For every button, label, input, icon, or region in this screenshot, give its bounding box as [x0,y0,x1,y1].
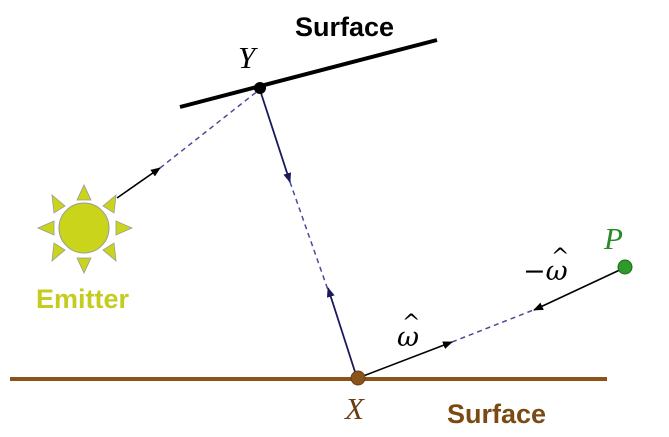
top-surface-line [179,38,438,109]
point-p-label: P [603,221,623,256]
omega-ray-solid [357,341,453,379]
y-to-x-ray-solid [259,89,292,183]
omega-hat-mark: ^ [402,311,420,336]
emitter-ray-dashed [159,89,260,169]
point-x-marker [350,370,366,386]
point-p-marker [617,259,633,275]
point-x-label: X [343,391,365,426]
omega-ray-dashed [451,308,537,343]
y-to-x-ray-dashed [289,181,329,291]
bottom-surface-label: Surface [447,399,546,429]
neg-omega-ray-solid [533,267,625,311]
point-y-marker [254,82,266,94]
sun-icon [37,184,133,274]
x-to-y-ray-solid [326,287,358,379]
omega-hat-label: ω [397,322,419,353]
neg-omega-hat-mark: ^ [551,245,569,270]
point-y-label: Y [238,40,258,75]
neg-omega-hat-label: −ω [523,256,568,287]
top-surface-label: Surface [295,12,394,42]
emitter-label: Emitter [36,284,130,314]
emitter-ray-solid [116,167,161,199]
